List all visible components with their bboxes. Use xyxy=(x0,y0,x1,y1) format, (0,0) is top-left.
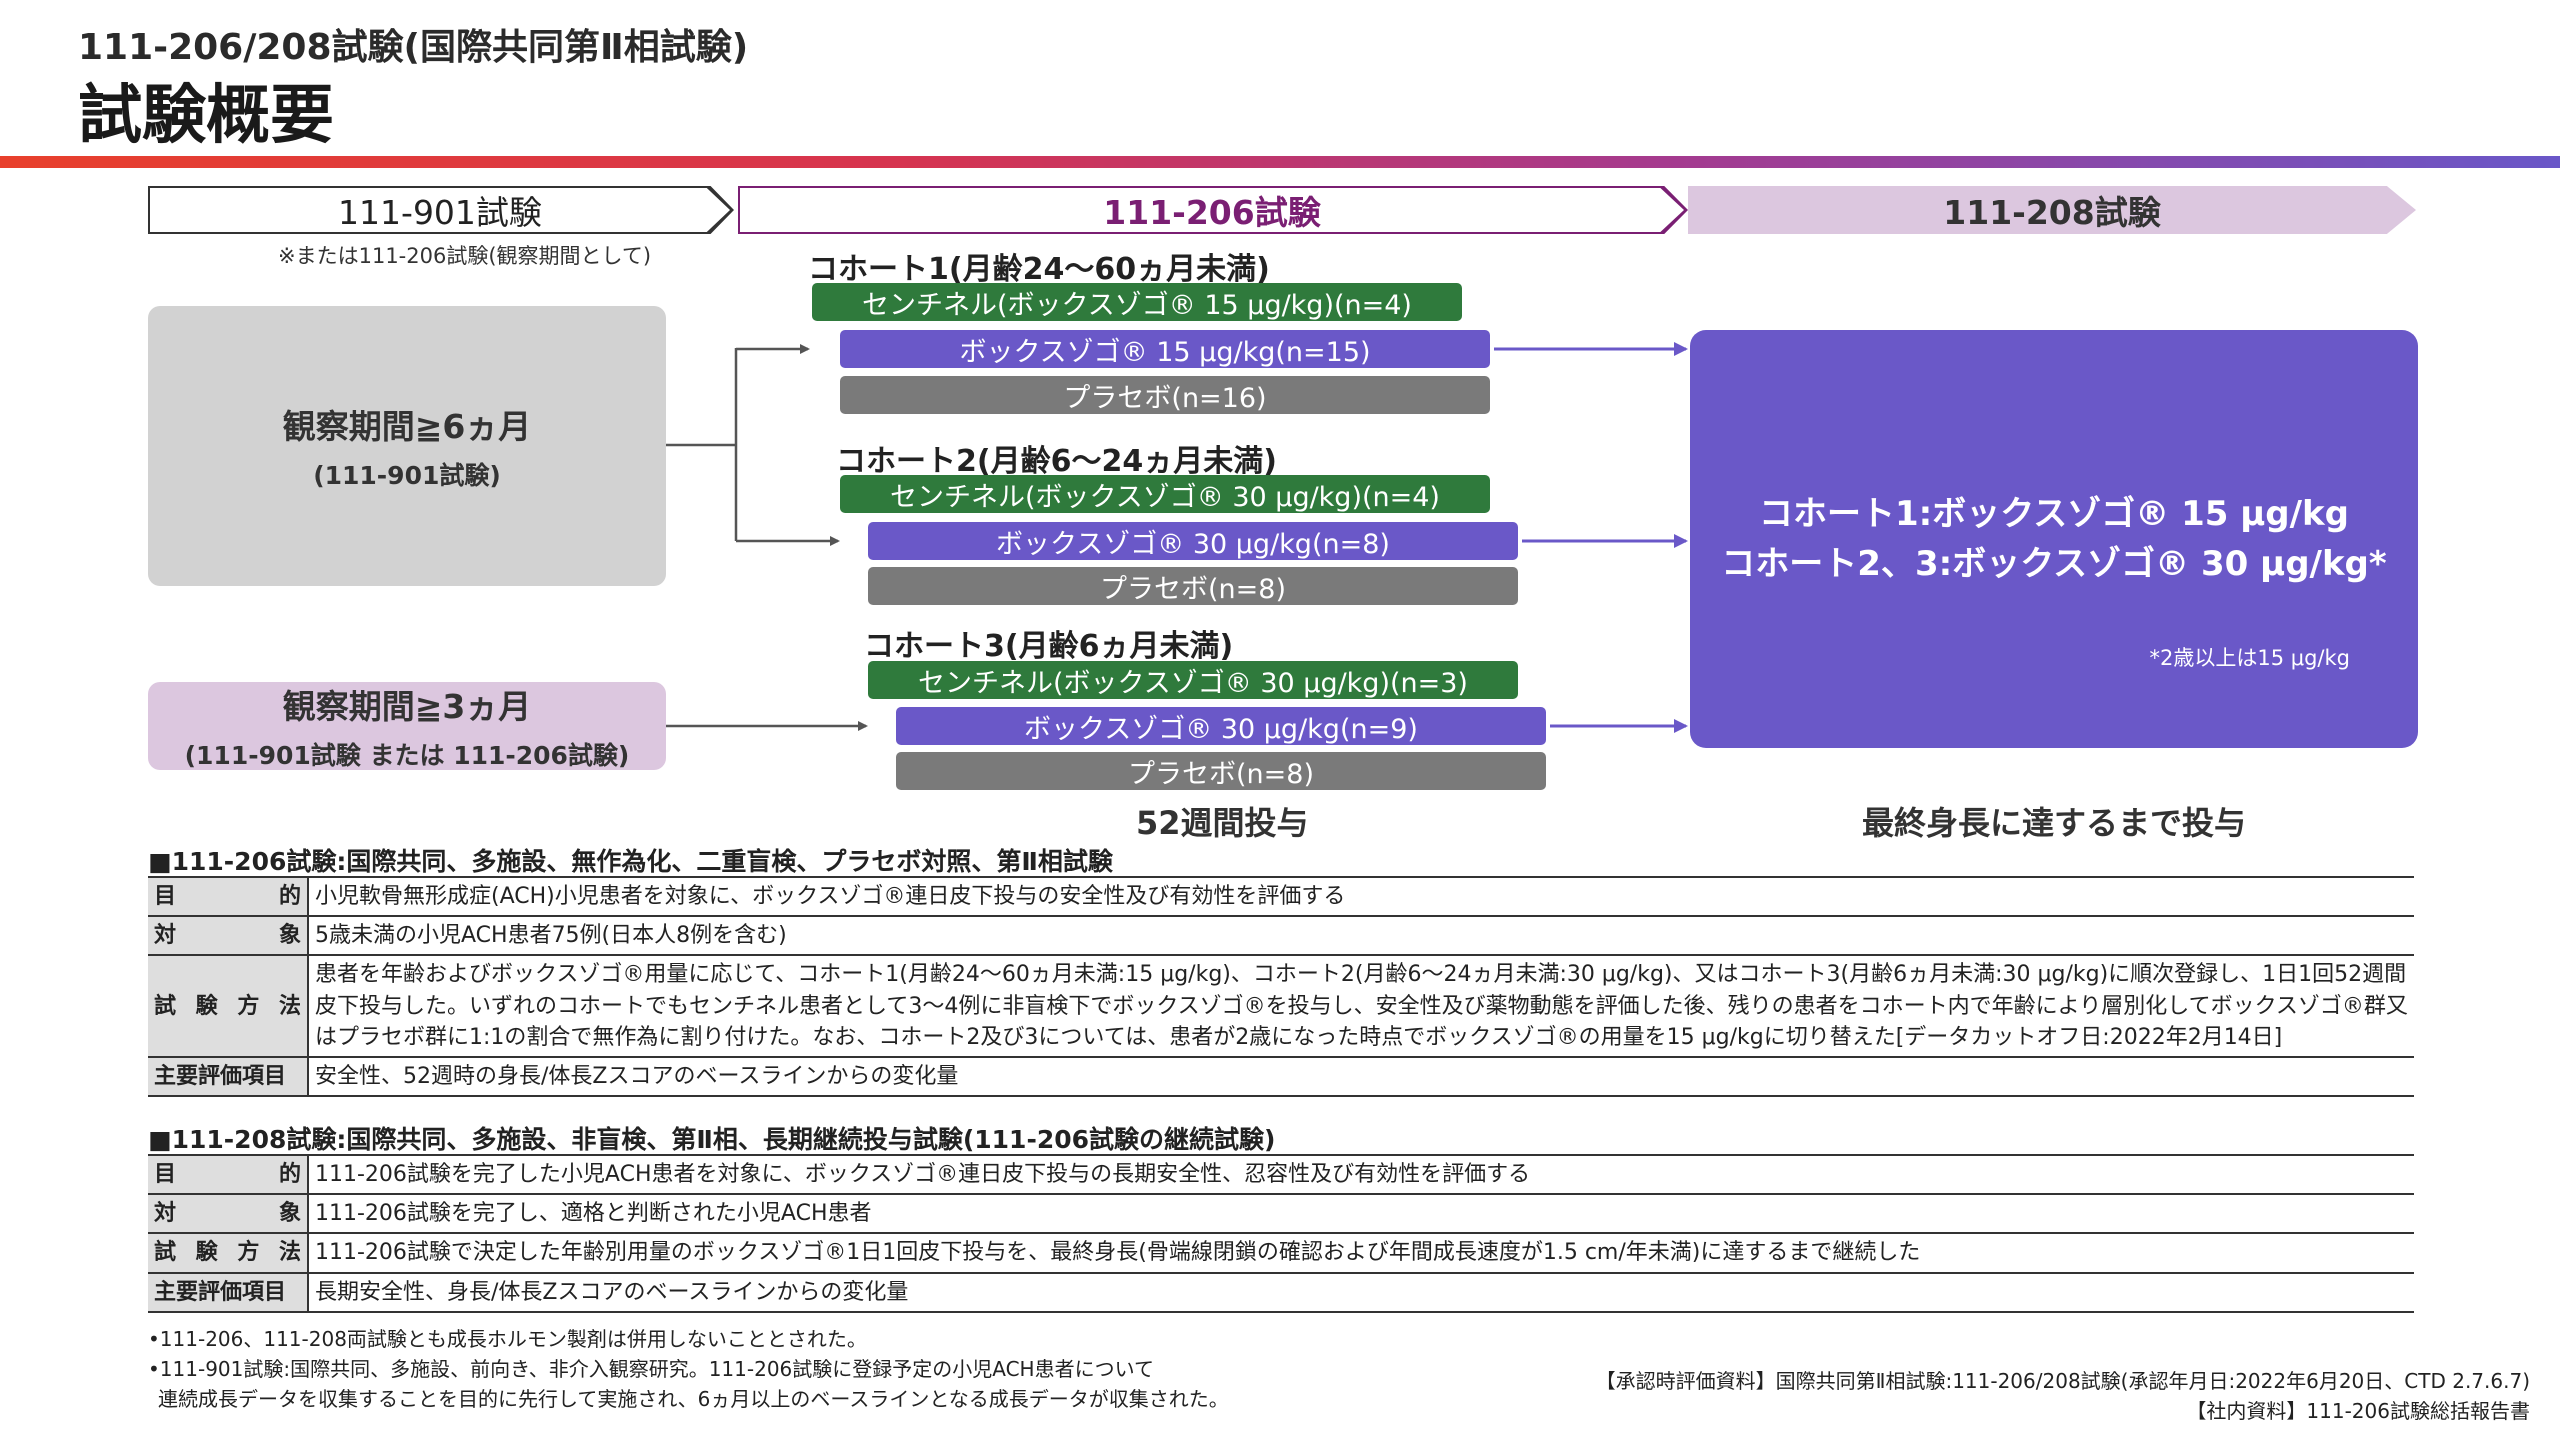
row-text: 長期安全性、身長/体長Zスコアのベースラインからの変化量 xyxy=(315,1279,909,1305)
row-text: 5歳未満の小児ACH患者75例(日本人8例を含む) xyxy=(315,923,787,949)
footnotes: •111-206、111-208両試験とも成長ホルモン製剤は併用しないこととされ… xyxy=(148,1324,1229,1414)
cohort3-sentinel-bar: センチネル(ボックスゾゴ® 30 μg/kg)(n=3) xyxy=(868,661,1518,699)
table-row: 試験方法 患者を年齢およびボックスゾゴ®用量に応じて、コホート1(月齢24〜60… xyxy=(148,955,2414,1058)
observation-6month-box: 観察期間≧6ヵ月 (111-901試験) xyxy=(148,306,666,586)
phase-901-label: 111-901試験 xyxy=(338,193,542,232)
cohort1-label: コホート1(月齢24〜60ヵ月未満) xyxy=(808,252,1270,287)
row-text: 患者を年齢およびボックスゾゴ®用量に応じて、コホート1(月齢24〜60ヵ月未満:… xyxy=(315,962,2408,1050)
extension-cohort1-dose: コホート1:ボックスゾゴ® 15 μg/kg xyxy=(1759,494,2349,534)
table-row: 目的 111-206試験を完了した小児ACH患者を対象に、ボックスゾゴ®連日皮下… xyxy=(148,1155,2414,1195)
cohort3-placebo-bar: プラセボ(n=8) xyxy=(896,752,1546,790)
phase-901-note: ※または111-206試験(観察期間として) xyxy=(278,244,652,268)
cohort2-label: コホート2(月齢6〜24ヵ月未満) xyxy=(836,444,1277,479)
cohort1-drug-bar: ボックスゾゴ® 15 μg/kg(n=15) xyxy=(840,330,1490,368)
source-1: 【承認時評価資料】国際共同第Ⅱ相試験:111-206/208試験(承認年月日:2… xyxy=(1595,1369,2530,1393)
row-text: 111-206試験で決定した年齢別用量のボックスゾゴ®1日1回皮下投与を、最終身… xyxy=(315,1240,1921,1266)
duration-206: 52週間投与 xyxy=(1136,804,1309,842)
row-text: 111-206試験を完了した小児ACH患者を対象に、ボックスゾゴ®連日皮下投与の… xyxy=(315,1162,1531,1187)
observation-6month-sub: (111-901試験) xyxy=(313,461,501,490)
cohort2-drug-bar: ボックスゾゴ® 30 μg/kg(n=8) xyxy=(868,522,1518,560)
row-label: 主要評価項目 xyxy=(148,1272,309,1312)
duration-208: 最終身長に達するまで投与 xyxy=(1862,804,2247,842)
cohort3-label: コホート3(月齢6ヵ月未満) xyxy=(864,629,1234,664)
table-row: 試験方法 111-206試験で決定した年齢別用量のボックスゾゴ®1日1回皮下投与… xyxy=(148,1233,2414,1273)
footnote-1: •111-206、111-208両試験とも成長ホルモン製剤は併用しないこととされ… xyxy=(148,1327,867,1351)
table-row: 主要評価項目 安全性、52週時の身長/体長Zスコアのベースラインからの変化量 xyxy=(148,1057,2414,1097)
row-text: 小児軟骨無形成症(ACH)小児患者を対象に、ボックスゾゴ®連日皮下投与の安全性及… xyxy=(315,884,1346,909)
phase-208-label: 111-208試験 xyxy=(1943,193,2161,232)
extension-cohort23-dose: コホート2、3:ボックスゾゴ® 30 μg/kg* xyxy=(1721,544,2387,584)
cohort3-drug-bar: ボックスゾゴ® 30 μg/kg(n=9) xyxy=(896,707,1546,745)
phase-901-arrow: 111-901試験 xyxy=(150,188,730,232)
table-row: 対象 111-206試験を完了し、適格と判断された小児ACH患者 xyxy=(148,1194,2414,1234)
extension-dose-box: コホート1:ボックスゾゴ® 15 μg/kg コホート2、3:ボックスゾゴ® 3… xyxy=(1690,330,2418,748)
observation-6month-label: 観察期間≧6ヵ月 xyxy=(282,407,532,446)
row-label: 目的 xyxy=(148,1155,309,1195)
row-label: 対象 xyxy=(148,1194,309,1234)
cohort2-placebo-bar: プラセボ(n=8) xyxy=(868,567,1518,605)
header-gradient-bar xyxy=(0,156,2560,168)
row-label: 試験方法 xyxy=(148,955,309,1058)
table-row: 対象 5歳未満の小児ACH患者75例(日本人8例を含む) xyxy=(148,916,2414,956)
row-text: 安全性、52週時の身長/体長Zスコアのベースラインからの変化量 xyxy=(315,1064,959,1090)
phase-208-arrow: 111-208試験 xyxy=(1688,186,2416,234)
study206-table: 目的 小児軟骨無形成症(ACH)小児患者を対象に、ボックスゾゴ®連日皮下投与の安… xyxy=(148,876,2414,1097)
cohort2-sentinel-bar: センチネル(ボックスゾゴ® 30 μg/kg)(n=4) xyxy=(840,475,1490,513)
page-subtitle: 111-206/208試験(国際共同第Ⅱ相試験) xyxy=(78,27,749,68)
page-title: 試験概要 xyxy=(78,79,334,153)
study208-heading: ■111-208試験:国際共同、多施設、非盲検、第Ⅱ相、長期継続投与試験(111… xyxy=(148,1125,1276,1154)
observation-3month-label: 観察期間≧3ヵ月 xyxy=(282,687,532,726)
phase-206-arrow: 111-206試験 xyxy=(740,188,1684,232)
study208-table: 目的 111-206試験を完了した小児ACH患者を対象に、ボックスゾゴ®連日皮下… xyxy=(148,1154,2414,1313)
source-notes: 【承認時評価資料】国際共同第Ⅱ相試験:111-206/208試験(承認年月日:2… xyxy=(1596,1366,2530,1426)
source-2: 【社内資料】111-206試験総括報告書 xyxy=(2186,1399,2530,1423)
observation-3month-box: 観察期間≧3ヵ月 (111-901試験 または 111-206試験) xyxy=(148,682,666,770)
footnote-3: 連続成長データを収集することを目的に先行して実施され、6ヵ月以上のベースラインと… xyxy=(158,1387,1229,1411)
table-row: 主要評価項目 長期安全性、身長/体長Zスコアのベースラインからの変化量 xyxy=(148,1272,2414,1312)
cohort1-sentinel-bar: センチネル(ボックスゾゴ® 15 μg/kg)(n=4) xyxy=(812,283,1462,321)
table-row: 目的 小児軟骨無形成症(ACH)小児患者を対象に、ボックスゾゴ®連日皮下投与の安… xyxy=(148,877,2414,917)
row-label: 試験方法 xyxy=(148,1233,309,1273)
cohort1-placebo-bar: プラセボ(n=16) xyxy=(840,376,1490,414)
study206-heading: ■111-206試験:国際共同、多施設、無作為化、二重盲検、プラセボ対照、第Ⅱ相… xyxy=(148,847,1113,876)
observation-3month-sub: (111-901試験 または 111-206試験) xyxy=(184,741,630,770)
flow-connectors xyxy=(666,342,1688,733)
phase-206-label: 111-206試験 xyxy=(1103,193,1321,232)
footnote-2: •111-901試験:国際共同、多施設、前向き、非介入観察研究。111-206試… xyxy=(148,1357,1154,1381)
row-label: 対象 xyxy=(148,916,309,956)
extension-dose-note: *2歳以上は15 μg/kg xyxy=(2149,646,2350,670)
row-label: 主要評価項目 xyxy=(148,1057,309,1097)
row-label: 目的 xyxy=(148,877,309,917)
row-text: 111-206試験を完了し、適格と判断された小児ACH患者 xyxy=(315,1201,872,1227)
